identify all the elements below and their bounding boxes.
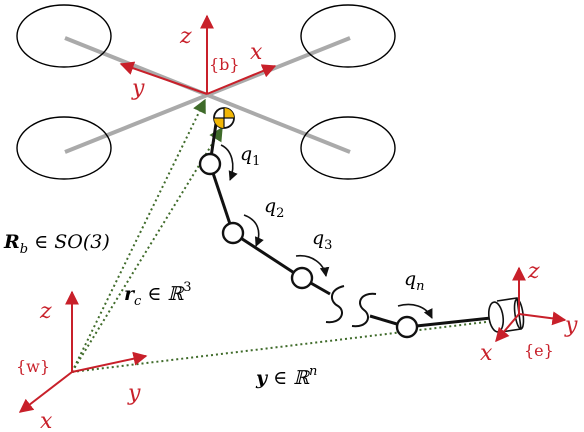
joint-vector-label: y ∈ ℝn <box>255 364 317 389</box>
propeller-ellipse-icon <box>300 4 396 68</box>
world-frame-z-label: z <box>39 299 52 324</box>
ee-frame-z-label: z <box>527 259 540 284</box>
propeller-ellipse-icon <box>300 116 396 180</box>
joints <box>198 152 419 339</box>
rotation-vector-label: Rb ∈ SO(3) <box>3 231 110 257</box>
com-vector-label: rc ∈ ℝ3 <box>124 280 192 309</box>
body-frame-name: {b} <box>209 55 240 74</box>
dotted-vectors <box>71 98 521 373</box>
ee-frame-name: {e} <box>524 341 554 360</box>
quadrotor-arms <box>64 36 351 154</box>
ee-frame-axes <box>495 266 567 343</box>
body-frame-y-label: y <box>131 76 145 101</box>
propeller-ellipse-icon <box>16 116 112 180</box>
propellers <box>16 4 396 180</box>
world-frame-y-label: y <box>127 381 141 406</box>
joint-q2-label: q2 <box>264 195 284 221</box>
end-effector-cylinder-icon <box>487 297 525 333</box>
body-frame-z-label: z <box>179 24 192 49</box>
body-frame-x-label: x <box>250 40 263 65</box>
joint-circle-icon <box>395 315 419 339</box>
propeller-ellipse-icon <box>16 4 112 68</box>
joint-q3-label: q3 <box>312 227 332 253</box>
joint-rotation-arrows <box>220 144 433 319</box>
world-frame-axes <box>18 290 148 413</box>
ee-frame-x-label: x <box>480 341 493 366</box>
body-frame-axes <box>119 14 277 95</box>
joint-circle-icon <box>198 152 222 176</box>
center-of-mass-marker-icon <box>213 107 235 129</box>
world-frame-x-label: x <box>40 409 53 432</box>
coil-break-icon <box>325 285 377 328</box>
ee-frame-y-label: y <box>564 313 578 338</box>
joint-circle-icon <box>290 266 314 290</box>
joint-q1-label: q1 <box>240 143 260 169</box>
joint-circle-icon <box>221 221 245 245</box>
world-frame-name: {w} <box>16 357 50 376</box>
joint-qn-label: qn <box>404 268 425 294</box>
